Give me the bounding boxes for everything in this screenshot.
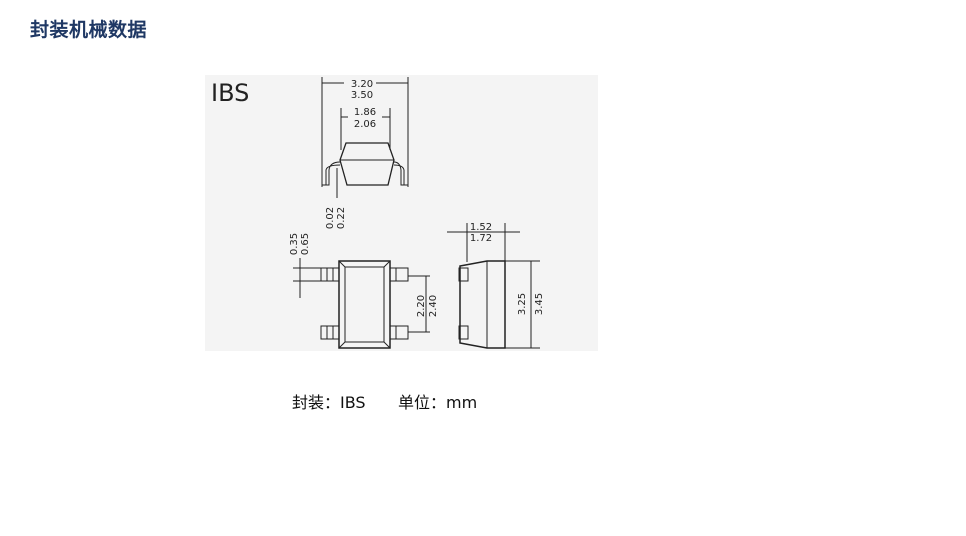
dim-width-max: 3.50	[351, 90, 373, 101]
dim-lead-max: 0.65	[300, 233, 311, 255]
dim-length-min: 3.25	[517, 293, 528, 315]
package-name-label: IBS	[211, 79, 249, 107]
front-view	[321, 77, 409, 198]
page-title: 封装机械数据	[30, 19, 148, 41]
dim-standoff-min: 0.02	[325, 207, 336, 229]
dim-pitch-max: 2.40	[428, 295, 439, 317]
dim-width-min: 3.20	[351, 79, 373, 90]
top-view	[293, 258, 430, 349]
dim-body-min: 1.86	[354, 107, 376, 118]
package-drawing: IBS 3.20 3.50 1.86 2.06 0.02 0.22 0.35 0…	[205, 75, 598, 351]
dim-standoff-max: 0.22	[336, 207, 347, 229]
dim-body-max: 2.06	[354, 119, 376, 130]
dim-length-max: 3.45	[534, 293, 545, 315]
dim-height-min: 1.52	[470, 222, 492, 233]
unit-caption: 单位：mm	[398, 393, 478, 412]
dim-height-max: 1.72	[470, 233, 492, 244]
dim-lead-min: 0.35	[289, 233, 300, 255]
side-view	[447, 223, 540, 349]
dim-pitch-min: 2.20	[416, 295, 427, 317]
package-caption: 封装：IBS	[292, 393, 366, 412]
